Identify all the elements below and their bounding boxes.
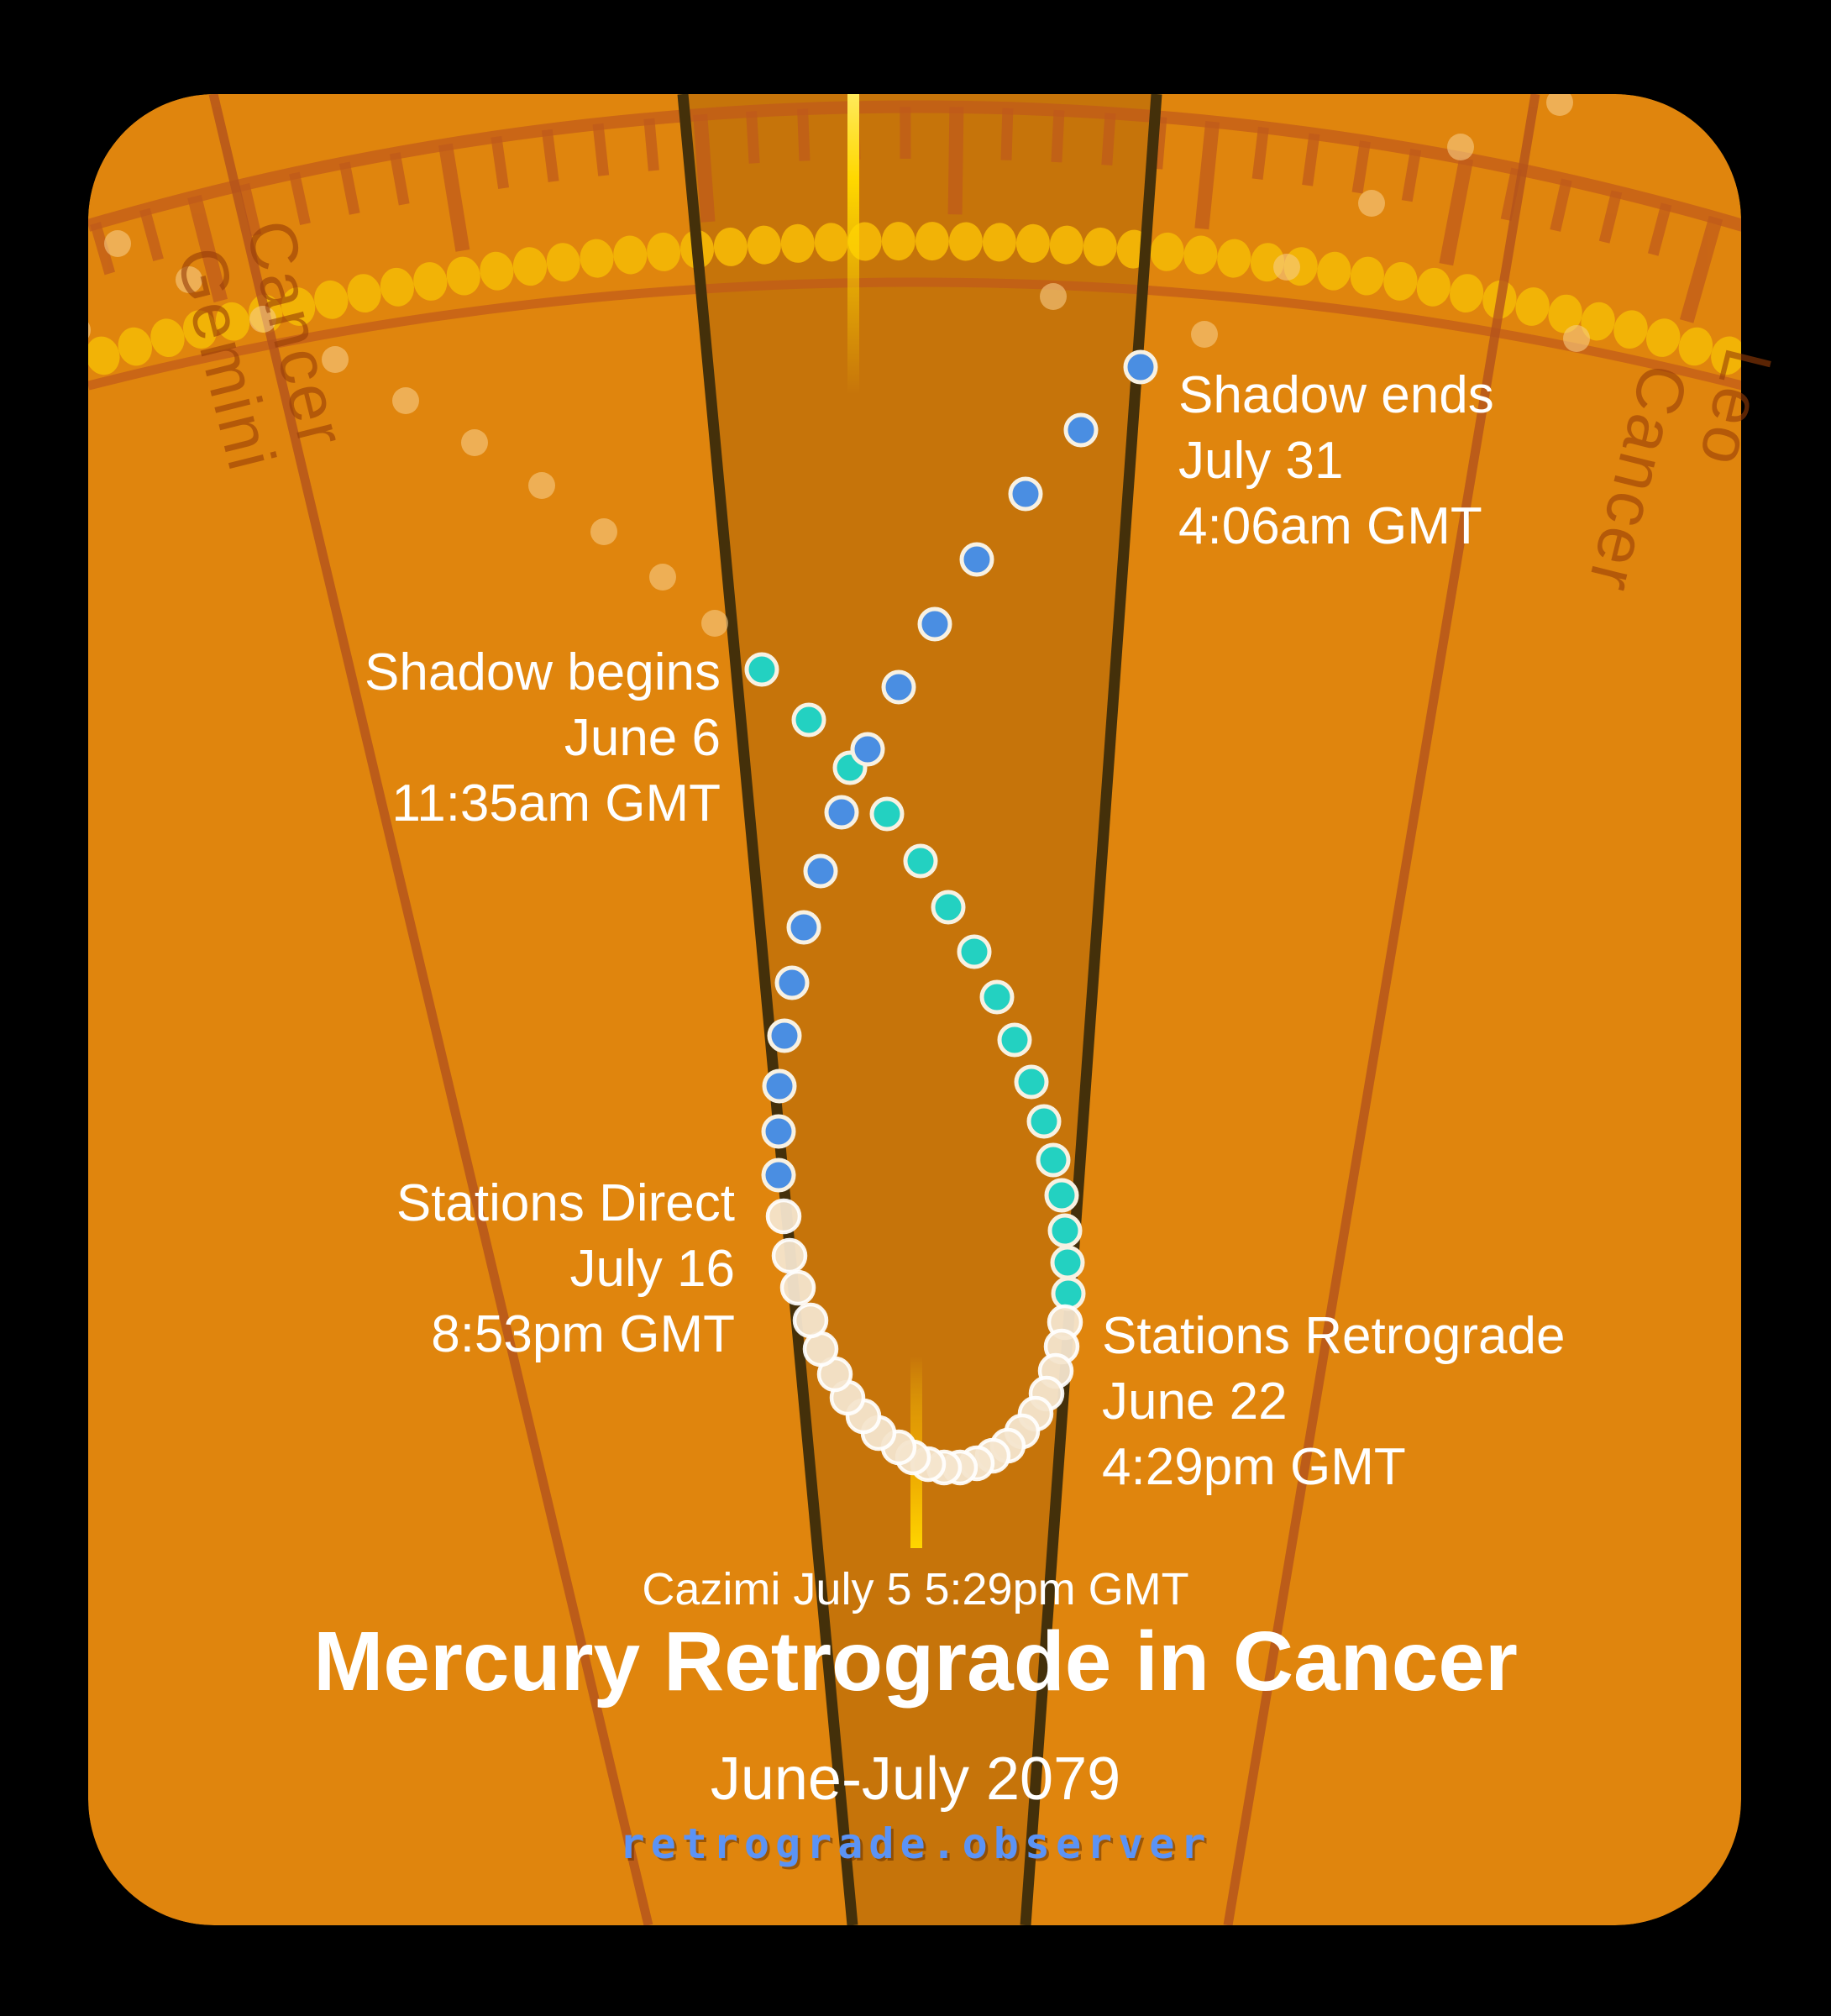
annotation-line: June 6 — [564, 709, 721, 767]
annotation-line: July 16 — [569, 1240, 735, 1298]
annotation-line: July 31 — [1178, 432, 1344, 490]
annotation-line: 4:29pm GMT — [1102, 1438, 1406, 1496]
period-subtitle: June-July 2079 — [710, 1746, 1121, 1813]
annotation-shadow-ends: Shadow ends July 31 4:06am GMT — [1178, 363, 1494, 559]
website-watermark: retrograde.observer — [619, 1819, 1212, 1868]
annotation-line: Shadow ends — [1178, 366, 1494, 424]
annotation-line: Stations Retrograde — [1102, 1307, 1566, 1365]
annotation-stations-direct: Stations Direct July 16 8:53pm GMT — [396, 1171, 735, 1368]
cazimi-label: Cazimi July 5 5:29pm GMT — [642, 1564, 1189, 1614]
annotation-shadow-begins: Shadow begins June 6 11:35am GMT — [365, 640, 721, 837]
annotation-line: Stations Direct — [396, 1174, 735, 1232]
annotation-line: 8:53pm GMT — [431, 1305, 735, 1363]
annotation-line: June 22 — [1102, 1373, 1288, 1431]
annotation-line: 4:06am GMT — [1178, 497, 1482, 555]
page-title: Mercury Retrograde in Cancer — [313, 1614, 1518, 1709]
annotation-line: Shadow begins — [365, 643, 721, 701]
annotation-line: 11:35am GMT — [391, 774, 721, 832]
annotation-stations-retrograde: Stations Retrograde June 22 4:29pm GMT — [1102, 1304, 1565, 1500]
